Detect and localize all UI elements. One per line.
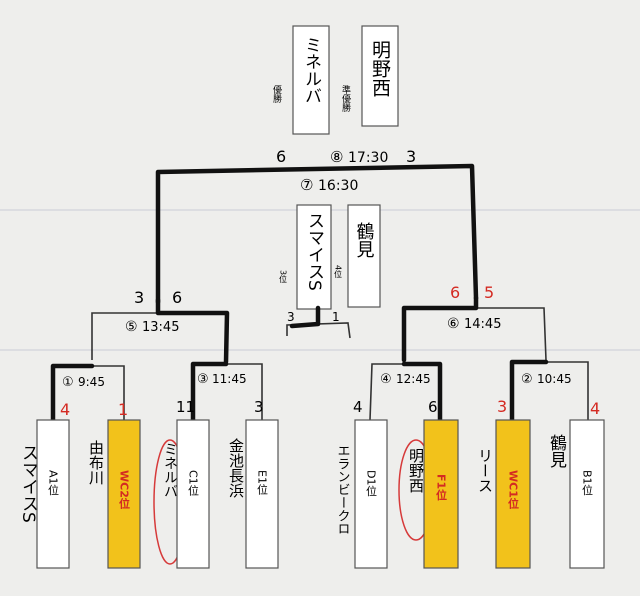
- slot-3-team: ミネルバ: [162, 442, 178, 498]
- final-score-right: 3: [406, 147, 416, 166]
- third-box: [296, 204, 332, 310]
- qf3-match-time: 12:45: [396, 372, 431, 386]
- semi-left-score-right: 6: [172, 288, 182, 307]
- qf3-bracket: [369, 363, 404, 421]
- slot-8-box: [569, 419, 605, 569]
- third-score-right: 1: [332, 310, 340, 324]
- slot-7-seed: WC1位: [507, 470, 520, 510]
- semi-right-score-right: 5: [484, 283, 494, 302]
- qf2-score-left: 11: [176, 398, 195, 416]
- runner-box: [361, 25, 399, 127]
- third-winner-line: [289, 305, 321, 329]
- qf4-bracket: [546, 361, 589, 420]
- semi-right: 6 5 ⑥ 14:45: [401, 283, 547, 363]
- third-score-left: 3: [287, 310, 295, 324]
- winner-name: ミネルバ: [301, 36, 321, 104]
- slot-2-seed: WC2位: [118, 470, 131, 510]
- slot-7-box: [495, 419, 531, 569]
- slot-2: 由布川 WC2位: [87, 419, 141, 569]
- semi-right-bracket: [476, 307, 547, 361]
- slot-6-box: [423, 419, 459, 569]
- qf4-match-time: 10:45: [537, 372, 572, 386]
- qf1-match-no: ①: [62, 375, 74, 390]
- third-place-block: ⑦ 16:30 3位 スマイスS 4位 鶴見 3 1: [279, 176, 381, 339]
- semi-left: 3 6 ⑤ 13:45: [91, 288, 230, 365]
- final-score-left: 6: [276, 147, 286, 166]
- slot-8: 鶴見 B1位: [546, 419, 605, 569]
- slot-4-team: 金池長浜: [227, 438, 245, 498]
- qf1-score-left: 4: [60, 400, 70, 419]
- slot-4-box: [245, 419, 279, 569]
- winner-label: 優勝: [271, 84, 282, 104]
- semi-left-match-no: ⑤: [125, 319, 138, 335]
- qf1-winner-line: [50, 363, 95, 423]
- qf4-score-right: 4: [590, 399, 600, 418]
- third-match-time: 16:30: [318, 178, 358, 194]
- qf4-winner-line: [509, 359, 549, 423]
- slot-1-seed: A1位: [47, 470, 60, 496]
- final-bracket-line: [155, 163, 479, 305]
- slot-2-box: [107, 419, 141, 569]
- qf1-score-right: 1: [118, 400, 128, 419]
- qf3-score-left: 4: [353, 398, 363, 416]
- runner-name: 明野西: [369, 40, 391, 97]
- semi-right-match-no: ⑥: [447, 316, 460, 332]
- qf3-winner-line: [401, 361, 443, 423]
- slot-5-seed: D1位: [365, 470, 378, 496]
- semi-right-score-left: 6: [450, 283, 460, 302]
- slot-6: 明野西 F1位: [398, 419, 459, 569]
- quarter-3: ④ 12:45 4 6: [353, 361, 443, 423]
- semi-right-match-time: 14:45: [464, 317, 501, 332]
- qf4-score-left: 3: [497, 397, 507, 416]
- qf3-score-right: 6: [428, 398, 438, 416]
- slot-8-team: 鶴見: [546, 434, 567, 468]
- slot-1-box: [36, 419, 70, 569]
- slot-7: リース WC1位: [476, 419, 531, 569]
- qf2-match-time: 11:45: [212, 372, 247, 386]
- qf1-bracket: [88, 365, 125, 420]
- third-match-no: ⑦: [300, 176, 313, 194]
- slot-1: スマイスS A1位: [18, 419, 70, 569]
- slot-7-team: リース: [476, 448, 494, 493]
- winner-box: [292, 25, 330, 135]
- slot-5-box: [354, 419, 388, 569]
- qf4-match-no: ②: [521, 372, 533, 387]
- slot-8-seed: B1位: [581, 470, 594, 496]
- slot-5-team: エランビークロ: [335, 444, 350, 535]
- quarter-1: ① 9:45 4 1: [50, 363, 128, 423]
- qf2-bracket: [226, 363, 263, 420]
- semi-left-winner-line: [155, 297, 230, 365]
- semi-right-winner-line: [401, 295, 479, 363]
- qf1-match-time: 9:45: [78, 375, 105, 389]
- fourth-name: 鶴見: [354, 222, 375, 258]
- fourth-label: 4位: [334, 265, 343, 278]
- fourth-box: [347, 204, 381, 308]
- third-name: スマイスS: [304, 212, 324, 291]
- final-block: 優勝 ミネルバ 準優勝 明野西 6 ⑧ 17:30 3: [271, 25, 416, 166]
- slot-2-team: 由布川: [87, 440, 105, 485]
- slot-1-team: スマイスS: [18, 444, 38, 523]
- runner-label: 準優勝: [340, 84, 351, 113]
- qf3-match-no: ④: [380, 372, 392, 387]
- semi-left-score-left: 3: [134, 288, 144, 307]
- slot-6-team: 明野西: [407, 448, 425, 493]
- qf2-score-right: 3: [254, 398, 264, 416]
- slot-3-box: [176, 419, 210, 569]
- quarter-2: ③ 11:45 11 3: [176, 361, 264, 423]
- slot-4-seed: E1位: [256, 470, 269, 495]
- slot-5: エランビークロ D1位: [335, 419, 388, 569]
- slot-6-seed: F1位: [435, 474, 448, 501]
- slot-4: 金池長浜 E1位: [227, 419, 279, 569]
- final-match-time: 17:30: [348, 150, 388, 166]
- qf2-match-no: ③: [197, 372, 209, 387]
- semi-left-match-time: 13:45: [142, 320, 179, 335]
- third-label: 3位: [279, 270, 288, 283]
- slot-3: ミネルバ C1位: [153, 419, 210, 569]
- final-match-no: ⑧: [330, 148, 343, 166]
- quarter-4: ② 10:45 3 4: [497, 359, 600, 423]
- slot-3-seed: C1位: [187, 470, 200, 496]
- qf2-winner-line: [190, 361, 229, 423]
